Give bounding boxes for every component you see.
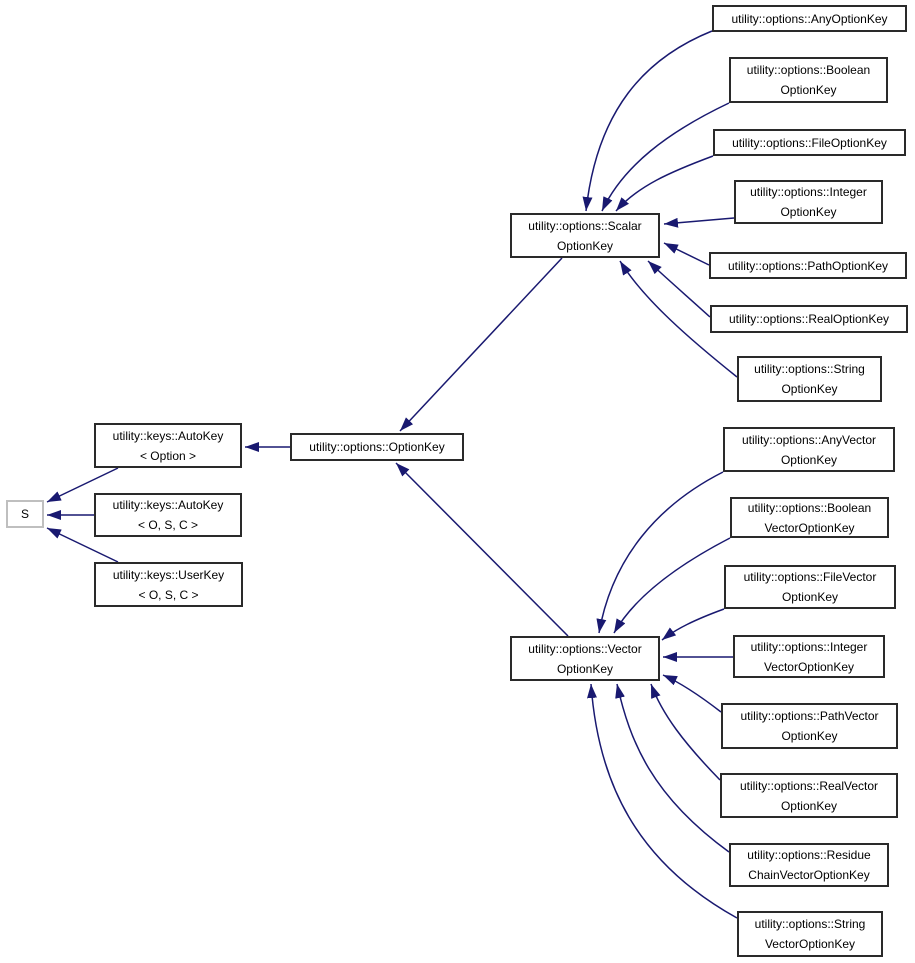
edge-integeroptionkey-to-scalaroptionkey [663,217,735,228]
node-stringvectoroptionkey[interactable]: utility::options::String VectorOptionKey [737,911,883,957]
node-filevectoroptionkey[interactable]: utility::options::FileVector OptionKey [724,565,896,609]
edge-scalaroptionkey-to-optionkey [399,257,563,432]
node-pathvectoroptionkey[interactable]: utility::options::PathVector OptionKey [721,703,898,749]
node-realoptionkey[interactable]: utility::options::RealOptionKey [710,305,908,333]
edge-userkey-osc-to-s [46,527,119,563]
edge-stringoptionkey-to-scalaroptionkey [619,260,738,378]
edge-fileoptionkey-to-scalaroptionkey [615,155,714,212]
edge-autokey-option-to-s [46,467,119,503]
node-autokey-option[interactable]: utility::keys::AutoKey < Option > [94,423,242,468]
edge-anyoptionkey-to-scalaroptionkey [582,30,713,212]
node-fileoptionkey[interactable]: utility::options::FileOptionKey [713,129,906,156]
node-stringoptionkey[interactable]: utility::options::String OptionKey [737,356,882,402]
node-realvectoroptionkey[interactable]: utility::options::RealVector OptionKey [720,773,898,818]
edge-booleanoptionkey-to-scalaroptionkey [601,102,730,212]
node-integeroptionkey[interactable]: utility::options::Integer OptionKey [734,180,883,224]
edge-booleanvectoroptionkey-to-vectoroptionkey [613,537,731,634]
edge-vectoroptionkey-to-optionkey [395,462,569,637]
edge-anyvectoroptionkey-to-vectoroptionkey [596,471,724,634]
node-scalaroptionkey[interactable]: utility::options::Scalar OptionKey [510,213,660,258]
edge-realvectoroptionkey-to-vectoroptionkey [650,683,721,781]
node-booleanoptionkey[interactable]: utility::options::Boolean OptionKey [729,57,888,103]
node-booleanvectoroptionkey[interactable]: utility::options::Boolean VectorOptionKe… [730,497,889,538]
node-integervectoroptionkey[interactable]: utility::options::Integer VectorOptionKe… [733,635,885,678]
edge-filevectoroptionkey-to-vectoroptionkey [661,608,725,641]
node-s: S [6,500,44,528]
edge-pathoptionkey-to-scalaroptionkey [663,242,710,266]
edge-residuechainvectoroptionkey-to-vectoroptionkey [615,683,730,853]
edge-pathvectoroptionkey-to-vectoroptionkey [662,674,722,713]
node-residuechainvectoroptionkey[interactable]: utility::options::Residue ChainVectorOpt… [729,843,889,887]
node-anyvectoroptionkey[interactable]: utility::options::AnyVector OptionKey [723,427,895,472]
node-optionkey[interactable]: utility::options::OptionKey [290,433,464,461]
edge-realoptionkey-to-scalaroptionkey [647,260,711,318]
node-anyoptionkey[interactable]: utility::options::AnyOptionKey [712,5,907,32]
node-pathoptionkey[interactable]: utility::options::PathOptionKey [709,252,907,279]
node-userkey-osc[interactable]: utility::keys::UserKey < O, S, C > [94,562,243,607]
node-vectoroptionkey[interactable]: utility::options::Vector OptionKey [510,636,660,681]
edge-stringvectoroptionkey-to-vectoroptionkey [587,683,738,919]
node-autokey-osc[interactable]: utility::keys::AutoKey < O, S, C > [94,493,242,537]
